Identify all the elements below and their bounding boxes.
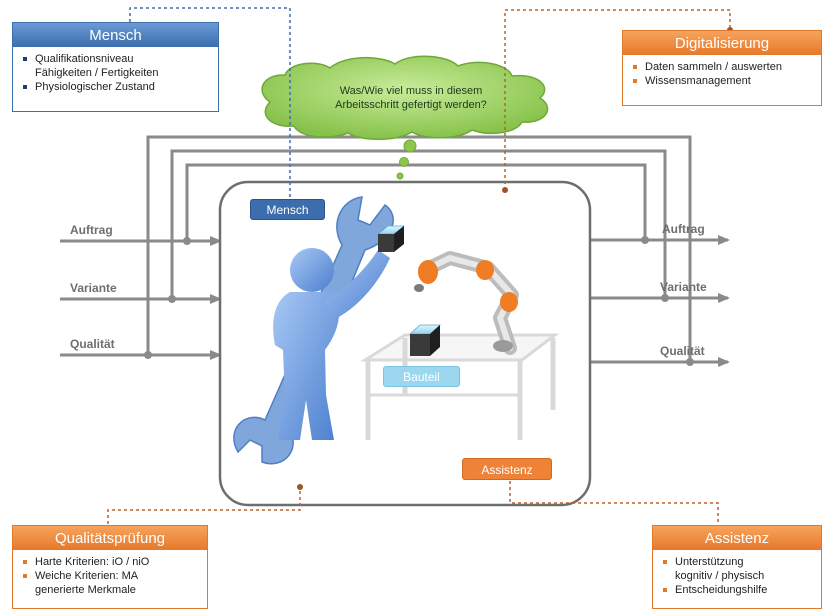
cloud-question-line1: Was/Wie viel muss in diesem bbox=[339, 85, 483, 97]
info-box-qualitaetspruefung: Qualitätsprüfung Harte Kriterien: iO / n… bbox=[12, 525, 208, 609]
list-item-continuation: Fähigkeiten / Fertigkeiten bbox=[35, 67, 159, 79]
robot-arm bbox=[414, 251, 519, 355]
input-label-variante: Variante bbox=[70, 281, 117, 295]
list-item: Daten sammeln / auswerten bbox=[633, 60, 815, 74]
info-box-assistenz-title: Assistenz bbox=[653, 526, 821, 550]
info-box-qualitaetspruefung-title: Qualitätsprüfung bbox=[13, 526, 207, 550]
info-box-mensch-list: Qualifikationsniveau Fähigkeiten / Ferti… bbox=[13, 52, 218, 94]
dashed-connectors bbox=[107, 7, 731, 525]
cloud-question: Was/Wie viel muss in diesem Arbeitsschri… bbox=[300, 84, 522, 112]
feedback-loop-inner bbox=[185, 163, 647, 241]
info-box-mensch: Mensch Qualifikationsniveau Fähigkeiten … bbox=[12, 22, 219, 112]
output-label-auftrag: Auftrag bbox=[662, 222, 705, 236]
worker-figure bbox=[233, 196, 406, 465]
info-box-digitalisierung-title: Digitalisierung bbox=[623, 31, 821, 55]
feedback-loops bbox=[146, 135, 692, 362]
connector-dots bbox=[297, 27, 733, 490]
list-item: Unterstützung bbox=[663, 555, 815, 569]
info-box-assistenz-list: Unterstützung kognitiv / physisch Entsch… bbox=[653, 555, 821, 597]
feedback-loop-outer bbox=[146, 135, 692, 362]
list-item-continuation: kognitiv / physisch bbox=[675, 570, 765, 582]
list-item: Weiche Kriterien: MA bbox=[23, 569, 201, 583]
list-item: Entscheidungshilfe bbox=[663, 583, 815, 597]
tag-assistenz: Assistenz bbox=[462, 458, 552, 480]
input-label-auftrag: Auftrag bbox=[70, 223, 113, 237]
output-arrows bbox=[590, 235, 730, 367]
list-item: Qualifikationsniveau bbox=[23, 52, 212, 66]
list-item: Fähigkeiten / Fertigkeiten bbox=[35, 66, 212, 80]
tag-bauteil: Bauteil bbox=[383, 366, 460, 387]
question-cloud bbox=[261, 55, 549, 180]
output-label-variante: Variante bbox=[660, 280, 707, 294]
connector-assistenz bbox=[509, 475, 719, 525]
list-item: generierte Merkmale bbox=[35, 583, 201, 597]
connector-mensch bbox=[129, 7, 291, 205]
input-arrows bbox=[60, 236, 222, 360]
tag-mensch: Mensch bbox=[250, 199, 325, 220]
output-label-qualitaet: Qualität bbox=[660, 344, 705, 358]
component-cube bbox=[408, 324, 442, 356]
input-label-qualitaet: Qualität bbox=[70, 337, 115, 351]
feedback-loop-middle bbox=[170, 149, 667, 299]
cloud-question-line2: Arbeitsschritt gefertigt werden? bbox=[335, 99, 487, 111]
info-box-mensch-title: Mensch bbox=[13, 23, 218, 47]
list-item: Wissensmanagement bbox=[633, 74, 815, 88]
list-item: kognitiv / physisch bbox=[675, 569, 815, 583]
info-box-qualitaetspruefung-list: Harte Kriterien: iO / niO Weiche Kriteri… bbox=[13, 555, 207, 597]
info-box-digitalisierung-list: Daten sammeln / auswerten Wissensmanagem… bbox=[623, 60, 821, 88]
list-item-continuation: generierte Merkmale bbox=[35, 584, 136, 596]
list-item: Harte Kriterien: iO / niO bbox=[23, 555, 201, 569]
list-item: Physiologischer Zustand bbox=[23, 80, 212, 94]
connector-digitalisierung bbox=[504, 9, 731, 190]
info-box-digitalisierung: Digitalisierung Daten sammeln / auswerte… bbox=[622, 30, 822, 106]
info-box-assistenz: Assistenz Unterstützung kognitiv / physi… bbox=[652, 525, 822, 609]
connector-qualitaet bbox=[107, 485, 301, 525]
